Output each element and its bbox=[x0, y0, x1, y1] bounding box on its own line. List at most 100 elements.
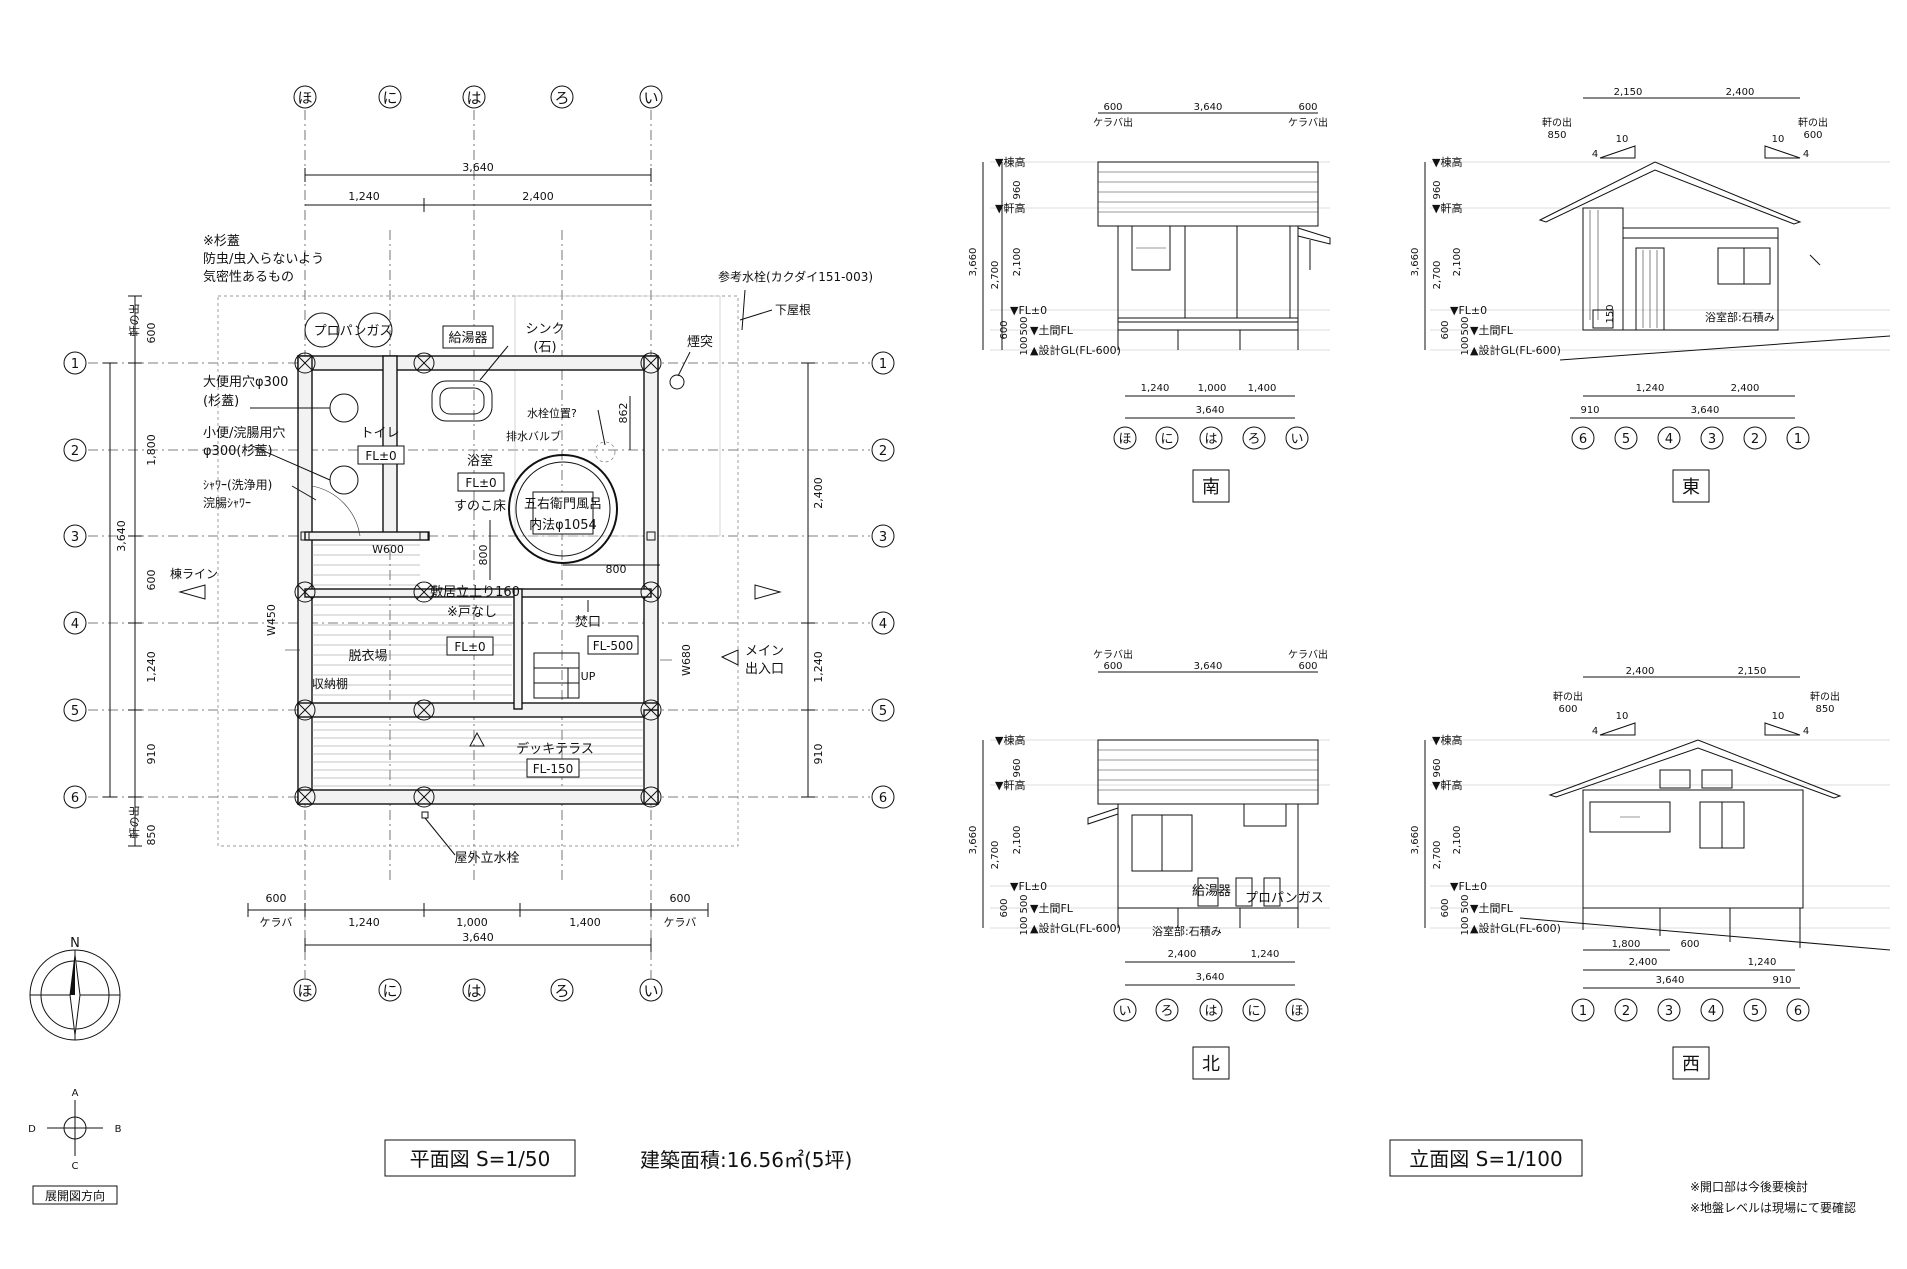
plan-dims-left: 600 1,800 600 1,240 910 850 軒の出 軒の出 3,64… bbox=[103, 295, 158, 847]
plan-dims-bottom: 600 600 1,240 1,000 1,400 ケラバ ケラバ 3,640 bbox=[247, 892, 709, 952]
kyuto-label: 給湯器 bbox=[1192, 884, 1231, 899]
dim-text: 3,640 bbox=[1194, 102, 1223, 113]
dim-text: 600 bbox=[1298, 102, 1317, 113]
dim-text: 2,150 bbox=[1738, 666, 1767, 677]
axis-label: 3 bbox=[1665, 1004, 1673, 1019]
dim-text: 3,640 bbox=[1656, 975, 1685, 986]
ref-faucet-label: 参考水栓(カクダイ151-003) bbox=[718, 269, 873, 284]
area-label: 建築面積:16.56㎡(5坪) bbox=[640, 1148, 852, 1172]
dir-d: D bbox=[28, 1124, 36, 1135]
w680-label: W680 bbox=[680, 644, 693, 676]
dim-text: 1,400 bbox=[1248, 383, 1277, 394]
sill-label: 敷居立上り160 bbox=[430, 585, 520, 600]
dim-text: 1,000 bbox=[456, 916, 488, 929]
grid-letter: い bbox=[643, 89, 658, 107]
dim-text: 500 bbox=[1019, 894, 1030, 913]
dim-text: 1,240 bbox=[1748, 957, 1777, 968]
dim-text: 2,400 bbox=[1168, 949, 1197, 960]
grid-letter: ろ bbox=[554, 982, 569, 1000]
north-level-lines: ▼棟高 ▼軒高 ▼FL±0 ▼土間FL ▲設計GL(FL-600) 3,660 … bbox=[968, 733, 1330, 936]
dim-text: 600 bbox=[1803, 130, 1822, 141]
dim-text: 2,400 bbox=[1626, 666, 1655, 677]
axis-label: 2 bbox=[1622, 1004, 1630, 1019]
noki-level: ▼軒高 bbox=[1432, 778, 1462, 792]
north-label: N bbox=[70, 936, 80, 951]
grid-number: 4 bbox=[879, 617, 887, 632]
slope-text: 10 bbox=[1616, 134, 1629, 145]
east-axes: 6 5 4 3 2 1 bbox=[1571, 426, 1810, 450]
grid-letter: に bbox=[382, 982, 397, 1000]
south-top-dims: 600 3,640 600 ケラバ出 ケラバ出 bbox=[1093, 102, 1328, 129]
north-building bbox=[1087, 739, 1319, 928]
mune-level: ▼棟高 bbox=[995, 155, 1025, 169]
dim-text: 1,800 bbox=[145, 434, 158, 466]
dim-text: 862 bbox=[617, 403, 630, 424]
east-title: 東 bbox=[1682, 477, 1700, 498]
dim-text: 150 bbox=[1605, 304, 1616, 323]
dim-text: 2,700 bbox=[990, 841, 1001, 870]
no-door-label: ※戸なし bbox=[447, 605, 497, 620]
dim-text: 2,700 bbox=[1432, 841, 1443, 870]
w450-label: W450 bbox=[265, 604, 278, 636]
shower-label-b: 浣腸ｼｬﾜｰ bbox=[203, 495, 251, 510]
mune-level: ▼棟高 bbox=[1432, 155, 1462, 169]
grid-letter: は bbox=[466, 89, 481, 107]
dim-text: 600 bbox=[999, 320, 1010, 339]
fl-label: FL±0 bbox=[454, 640, 485, 654]
axis-label: 6 bbox=[1579, 432, 1587, 447]
keraba-de: ケラバ出 bbox=[1093, 116, 1133, 129]
compass: N bbox=[29, 936, 121, 1041]
keraba-de: ケラバ出 bbox=[1288, 116, 1328, 129]
axis-label: に bbox=[1160, 432, 1173, 447]
w600-label: W600 bbox=[372, 543, 404, 556]
dim-text: 850 bbox=[145, 825, 158, 846]
plan-hatching bbox=[312, 544, 644, 787]
dim-text: 3,660 bbox=[1410, 826, 1421, 855]
axis-label: は bbox=[1204, 1004, 1217, 1019]
dim-text: 960 bbox=[1012, 180, 1023, 199]
dim-text: 1,240 bbox=[1636, 383, 1665, 394]
south-building bbox=[1097, 161, 1331, 350]
plan-grid-numbers: 1 2 3 4 5 6 1 2 3 4 5 6 bbox=[63, 351, 895, 809]
dim-text: 3,640 bbox=[1691, 405, 1720, 416]
dressing-label: 脱衣場 bbox=[348, 648, 387, 664]
dim-text: 3,640 bbox=[1196, 972, 1225, 983]
fl-m500-label: FL-500 bbox=[593, 639, 634, 653]
dim-text: 3,660 bbox=[1410, 248, 1421, 277]
ridge-line-label: 棟ライン bbox=[170, 566, 218, 581]
noki-label: 軒の出 bbox=[127, 304, 141, 337]
up-label: UP bbox=[581, 670, 596, 683]
axis-label: ほ bbox=[1290, 1004, 1303, 1019]
axis-label: 1 bbox=[1794, 432, 1802, 447]
slope-text: 10 bbox=[1772, 134, 1785, 145]
note-openings: ※開口部は今後要検討 bbox=[1690, 1179, 1808, 1194]
main-entrance-2: 出入口 bbox=[745, 662, 784, 677]
dim-text: 2,100 bbox=[1452, 826, 1463, 855]
dir-c: C bbox=[72, 1161, 79, 1172]
noki-de: 軒の出 bbox=[1553, 690, 1583, 703]
toilet-hole-1b: (杉蓋) bbox=[203, 394, 239, 409]
slope-text: 10 bbox=[1616, 711, 1629, 722]
noki-level: ▼軒高 bbox=[995, 201, 1025, 215]
dim-text: 100 bbox=[1019, 336, 1030, 355]
dim-text: 1,000 bbox=[1198, 383, 1227, 394]
dim-text: 3,640 bbox=[462, 161, 494, 174]
axis-label: に bbox=[1247, 1004, 1260, 1019]
dim-text: 3,660 bbox=[968, 248, 979, 277]
axis-label: 5 bbox=[1622, 432, 1630, 447]
dim-text: 2,400 bbox=[1726, 87, 1755, 98]
note-cedar-1: ※杉蓋 bbox=[203, 234, 240, 249]
west-level-lines: ▼棟高 ▼軒高 ▼FL±0 ▼土間FL ▲設計GL(FL-600) 3,660 … bbox=[1410, 733, 1890, 936]
elevation-west: ▼棟高 ▼軒高 ▼FL±0 ▼土間FL ▲設計GL(FL-600) 3,660 … bbox=[1410, 666, 1891, 1080]
dim-text: 1,240 bbox=[1251, 949, 1280, 960]
north-bottom-dims: 2,400 1,240 3,640 bbox=[1125, 949, 1295, 986]
dim-text: 910 bbox=[1580, 405, 1599, 416]
elevation-north: ▼棟高 ▼軒高 ▼FL±0 ▼土間FL ▲設計GL(FL-600) 3,660 … bbox=[968, 648, 1330, 1080]
dim-text: 500 bbox=[1460, 894, 1471, 913]
elevation-south: ▼棟高 ▼軒高 ▼FL±0 ▼土間FL ▲設計GL(FL-600) 3,660 … bbox=[968, 102, 1331, 503]
dim-text: 600 bbox=[145, 323, 158, 344]
note-cedar-3: 気密性あるもの bbox=[203, 269, 294, 285]
dim-text: 500 bbox=[1019, 316, 1030, 335]
bathroom-label: 浴室 bbox=[467, 453, 493, 469]
dim-text: 850 bbox=[1547, 130, 1566, 141]
